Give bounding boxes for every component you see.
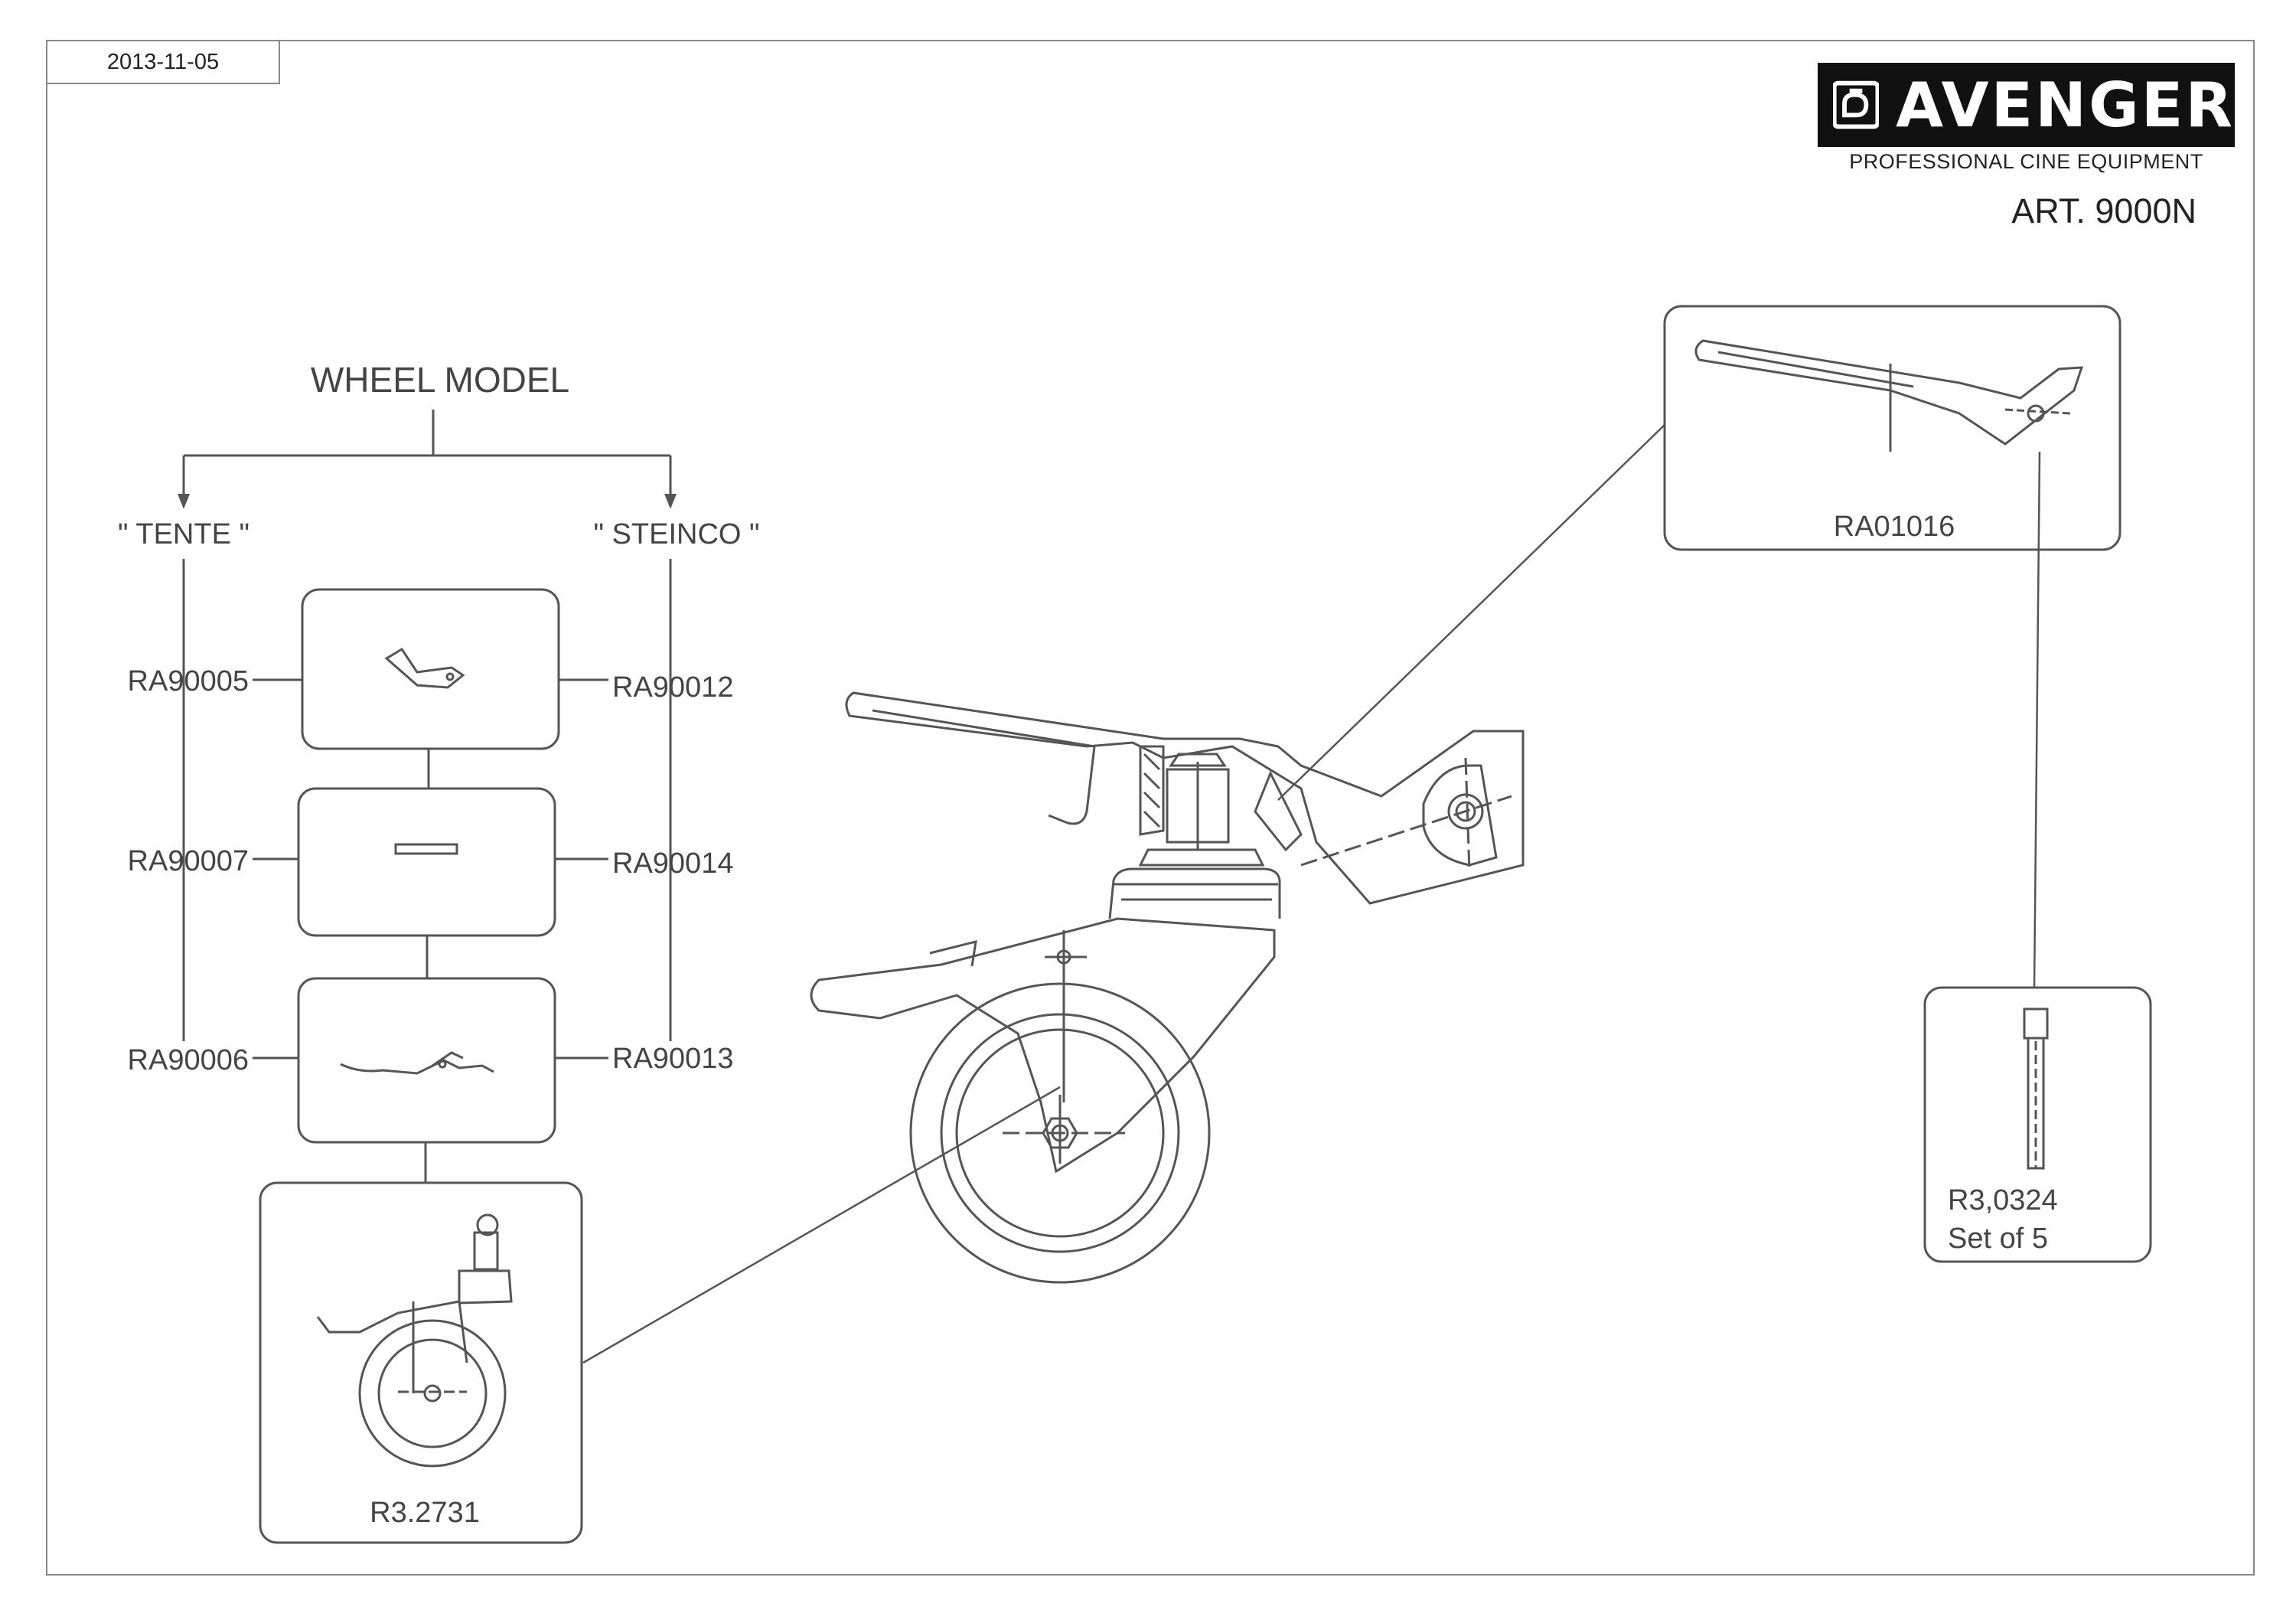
- avenger-logo: AVENGER: [1818, 63, 2235, 147]
- part-code-ra90007: RA90007: [128, 845, 249, 877]
- screw-quantity: Set of 5: [1948, 1223, 2048, 1255]
- part-box-clamp: [301, 588, 560, 750]
- part-box-plate: [297, 787, 556, 937]
- wheel-model-title: WHEEL MODEL: [311, 360, 569, 400]
- caster-assembly-drawing: [810, 691, 1525, 1284]
- part-code-wheel: R3.2731: [370, 1497, 480, 1529]
- part-code-lever: RA01016: [1834, 511, 1955, 543]
- part-code-ra90014: RA90014: [612, 847, 733, 880]
- part-code-ra90013: RA90013: [612, 1043, 733, 1075]
- brand-mark-icon: [1833, 80, 1880, 129]
- article-number: ART. 9000N: [2011, 191, 2197, 230]
- date-stamp: 2013-11-05: [46, 40, 280, 84]
- part-code-ra90012: RA90012: [612, 671, 733, 704]
- lever-sketch: [1694, 339, 2084, 452]
- brake-sketch: [340, 1051, 494, 1075]
- part-box-wheel: [259, 1181, 583, 1544]
- brand-tagline: PROFESSIONAL CINE EQUIPMENT: [1849, 150, 2203, 173]
- part-box-brake: [297, 977, 556, 1144]
- part-code-ra90005: RA90005: [128, 665, 249, 697]
- plate-sketch: [394, 843, 458, 855]
- clamp-sketch: [384, 647, 465, 689]
- brand-tente-label: " TENTE ": [118, 518, 249, 550]
- part-box-lever: [1663, 305, 2122, 551]
- wheel-sketch: [316, 1213, 513, 1468]
- part-box-screw: [1923, 986, 2152, 1263]
- screw-sketch: [2023, 1007, 2049, 1170]
- brand-name: AVENGER: [1896, 69, 2235, 141]
- date-text: 2013-11-05: [106, 49, 220, 74]
- part-code-ra90006: RA90006: [128, 1044, 249, 1076]
- part-code-screw: R3,0324: [1948, 1184, 2058, 1216]
- drawing-frame: [46, 40, 2255, 1576]
- brand-steinco-label: " STEINCO ": [594, 518, 760, 550]
